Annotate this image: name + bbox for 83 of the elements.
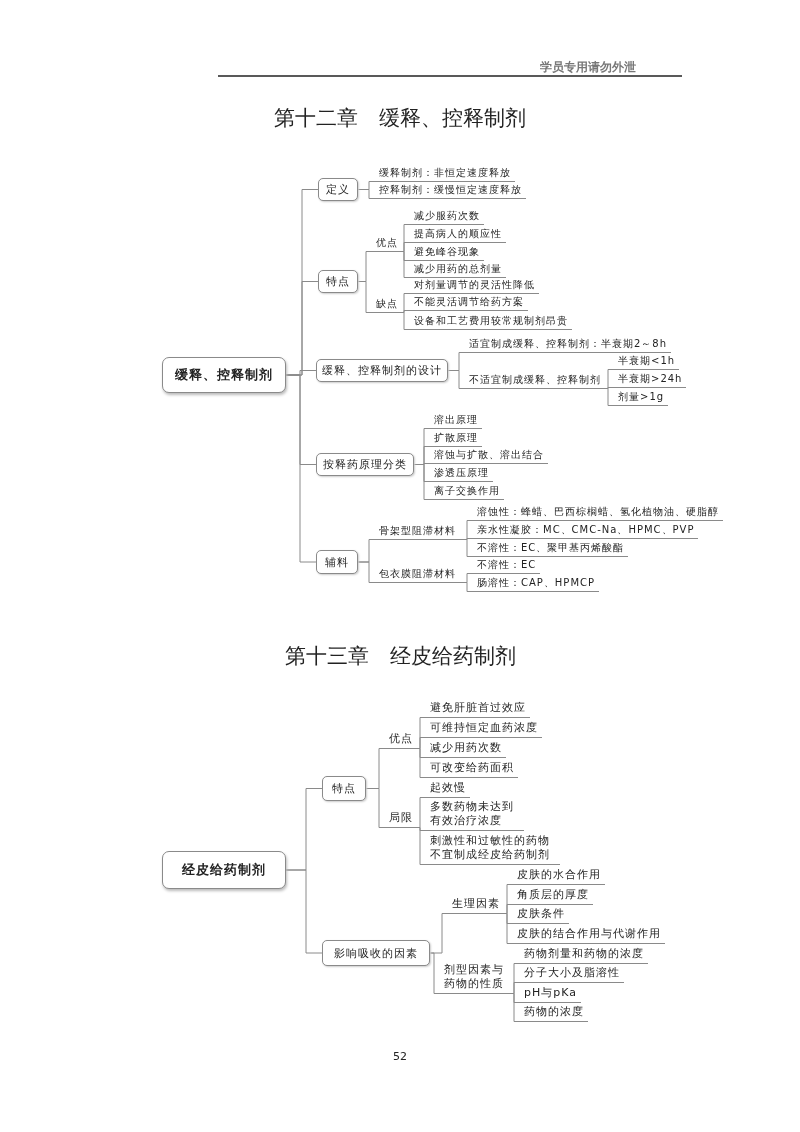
connector-line: [503, 904, 514, 914]
chapter-title: 第十二章 缓释、控释制剂: [273, 105, 527, 132]
branch-text: 生理因素: [448, 897, 504, 914]
connector-line: [604, 369, 615, 389]
branch-text: 皮肤条件: [513, 907, 569, 924]
branch-text: 可维持恒定血药浓度: [426, 721, 542, 738]
branch-text: 肠溶性：CAP、HPMCP: [473, 576, 600, 592]
branch-text: 减少用药的总剂量: [410, 262, 506, 278]
branch-text: 角质层的厚度: [513, 888, 593, 905]
branch-text: 优点: [372, 236, 402, 252]
branch-text: 对剂量调节的灵活性降低: [410, 278, 539, 294]
topic-box: 缓释、控释制剂: [162, 357, 286, 393]
branch-text: 减少用药次数: [426, 741, 506, 758]
connector-line: [509, 993, 521, 1022]
branch-text: 局限: [385, 811, 417, 828]
branch-text: 溶蚀与扩散、溶出结合: [430, 448, 548, 464]
branch-text: 溶蚀性：蜂蜡、巴西棕榈蜡、氢化植物油、硬脂醇: [473, 505, 723, 521]
connector-line: [429, 952, 441, 994]
branch-box: 按释药原理分类: [316, 453, 414, 476]
branch-text: 半衰期>24h: [614, 372, 687, 388]
branch-text: 不溶性：EC、聚甲基丙烯酸酯: [473, 541, 629, 557]
branch-text: 提高病人的顺应性: [410, 227, 506, 243]
connector-line: [604, 388, 615, 406]
branch-text: 皮肤的结合作用与代谢作用: [513, 927, 665, 944]
page-header: 学员专用请勿外泄: [540, 59, 636, 76]
connector-line: [285, 869, 323, 954]
branch-text: 剂量>1g: [614, 390, 669, 406]
connector-line: [357, 561, 376, 583]
branch-text: 避免峰谷现象: [410, 245, 484, 261]
branch-text: 适宜制成缓释、控释制剂：半衰期2～8h: [465, 337, 672, 353]
branch-box: 影响吸收的因素: [322, 940, 430, 966]
connector-line: [459, 539, 474, 557]
page-number: 52: [392, 1050, 408, 1063]
connector-line: [413, 464, 431, 500]
branch-text: 亲水性凝胶：MC、CMC-Na、HPMC、PVP: [473, 523, 699, 539]
connector-line: [416, 827, 427, 865]
branch-text: 药物剂量和药物的浓度: [520, 947, 648, 964]
connector-line: [401, 293, 411, 313]
branch-box: 特点: [322, 776, 366, 801]
branch-text: 剂型因素与药物的性质: [440, 963, 510, 994]
branch-text: 多数药物未达到有效治疗浓度: [426, 800, 524, 831]
branch-text: 皮肤的水合作用: [513, 868, 605, 885]
branch-box: 特点: [318, 270, 358, 293]
connector-line: [447, 370, 466, 389]
branch-text: 缓释制剂：非恒定速度释放: [375, 166, 515, 182]
branch-text: 可改变给药面积: [426, 761, 518, 778]
branch-text: 包衣膜阻滞材料: [375, 567, 460, 583]
branch-box: 定义: [318, 178, 358, 201]
branch-text: 控释制剂：缓慢恒定速度释放: [375, 183, 526, 199]
branch-text: pH与pKa: [520, 986, 581, 1003]
connector-line: [416, 737, 427, 749]
connector-line: [604, 387, 615, 389]
branch-text: 不溶性：EC: [473, 558, 541, 574]
connector-line: [401, 310, 411, 313]
branch-text: 扩散原理: [430, 431, 482, 447]
branch-text: 分子大小及脂溶性: [520, 966, 624, 983]
connector-line: [416, 748, 427, 778]
branch-text: 不能灵活调节给药方案: [410, 295, 528, 311]
chapter-title: 第十三章 经皮给药制剂: [283, 643, 517, 670]
branch-text: 设备和工艺费用较常规制剂昂贵: [410, 314, 572, 330]
branch-text: 刺激性和过敏性的药物不宜制成经皮给药制剂: [426, 834, 560, 865]
connector-line: [357, 189, 376, 199]
branch-text: 渗透压原理: [430, 466, 493, 482]
branch-text: 药物的浓度: [520, 1005, 588, 1022]
branch-text: 不适宜制成缓释、控释制剂: [465, 373, 605, 389]
branch-text: 优点: [385, 732, 417, 749]
connector-line: [503, 913, 514, 944]
branch-box: 辅料: [316, 550, 358, 574]
connector-line: [459, 582, 474, 592]
connector-line: [401, 312, 411, 330]
topic-box: 经皮给药制剂: [162, 851, 286, 889]
branch-text: 骨架型阻滞材料: [375, 524, 460, 540]
branch-text: 半衰期<1h: [614, 354, 680, 370]
branch-text: 溶出原理: [430, 413, 482, 429]
branch-box: 缓释、控释制剂的设计: [316, 359, 448, 382]
branch-text: 避免肝脏首过效应: [426, 701, 530, 718]
branch-text: 减少服药次数: [410, 209, 484, 225]
branch-text: 起效慢: [426, 781, 470, 798]
connector-line: [416, 797, 427, 828]
connector-line: [401, 242, 411, 252]
connector-line: [401, 251, 411, 278]
branch-text: 离子交换作用: [430, 484, 504, 500]
branch-text: 缺点: [372, 297, 402, 313]
